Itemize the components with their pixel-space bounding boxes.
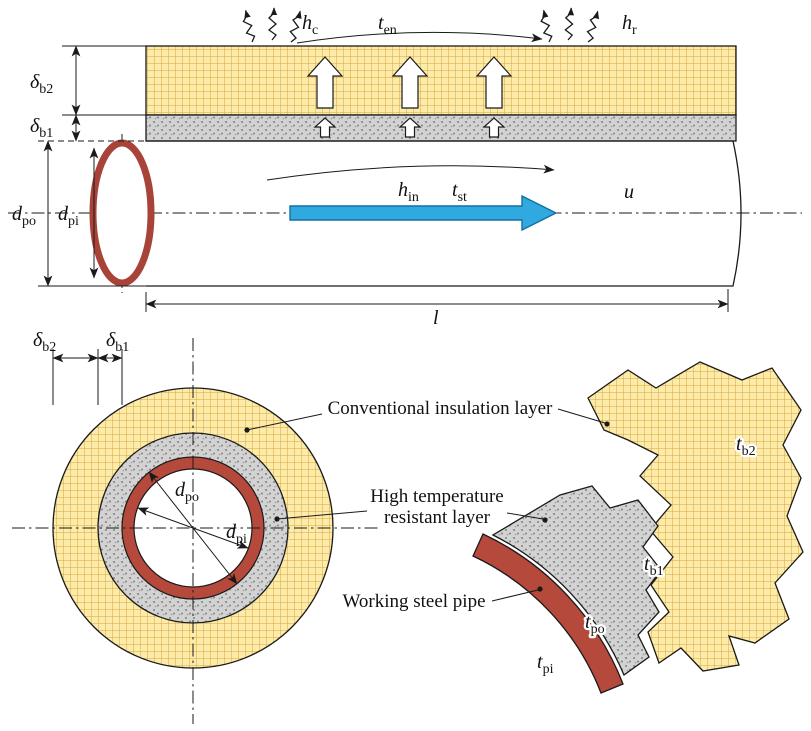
annotation-conventional: Conventional insulation layer	[244, 398, 610, 433]
leader-line	[506, 512, 544, 520]
detail-steel-strip	[472, 533, 624, 694]
label-delta-b1: δb1	[30, 115, 53, 141]
leader-line	[276, 510, 368, 520]
label-length: l	[433, 307, 439, 329]
label-t-en: ten	[378, 12, 397, 38]
label-t-st: tst	[452, 179, 467, 205]
dim-cross-d-pi	[137, 507, 249, 549]
inner-flow-arrow	[266, 164, 555, 181]
annotation-resistant: High temperature resistant layer	[274, 486, 548, 528]
detail-insulation-piece	[587, 361, 804, 672]
label-t-po: tpo	[585, 611, 605, 637]
detail-resistant-piece	[491, 485, 662, 677]
leader-line	[557, 408, 606, 424]
leader-dot	[537, 586, 543, 592]
pipe-end-ellipse	[89, 139, 155, 287]
flow-velocity-arrow	[289, 194, 558, 232]
radiation-arrows-left	[240, 7, 303, 44]
label-h-c: hc	[302, 12, 318, 38]
cross-section-view: δb2 δb1 dpo dpi	[12, 329, 380, 724]
resistant-layer-long	[145, 114, 737, 142]
label-cross-d-pi: dpi	[226, 521, 247, 547]
heat-flux-arrows-large	[306, 56, 513, 109]
label-t-pi: tpi	[537, 651, 554, 677]
label-d-po: dpo	[12, 203, 36, 229]
radiation-arrows-right	[538, 7, 601, 44]
label-t-b2: tb2	[736, 433, 756, 459]
leader-line	[246, 413, 323, 431]
longitudinal-view: δb2 δb1 dpo dpi l hc ten hr	[8, 7, 802, 329]
label-cross-d-po: dpo	[175, 479, 199, 505]
annotation-conventional-text: Conventional insulation layer	[328, 398, 553, 419]
label-cross-delta-b2: δb2	[33, 329, 56, 355]
label-cross-delta-b1: δb1	[106, 329, 129, 355]
annotation-resistant-text-1: High temperature	[370, 486, 503, 507]
conventional-insulation-layer-long	[145, 45, 737, 116]
leader-line	[491, 589, 539, 602]
annotation-steel-pipe: Working steel pipe	[342, 586, 543, 612]
label-t-b1: tb1	[644, 553, 664, 579]
label-h-r: hr	[622, 12, 637, 38]
detail-view: tb2 tb1 tpo tpi Conventional insulation …	[244, 361, 804, 694]
surface-flow-arrow	[296, 31, 543, 44]
label-h-in: hin	[398, 179, 419, 205]
heat-flux-arrows-small	[313, 117, 506, 138]
annotation-resistant-text-2: resistant layer	[384, 507, 491, 528]
leader-dot	[604, 421, 610, 427]
leader-dot	[542, 517, 548, 523]
label-delta-b2: δb2	[30, 71, 53, 97]
label-u: u	[624, 181, 634, 203]
annotation-steel-text: Working steel pipe	[342, 591, 485, 612]
label-d-pi: dpi	[58, 203, 79, 229]
